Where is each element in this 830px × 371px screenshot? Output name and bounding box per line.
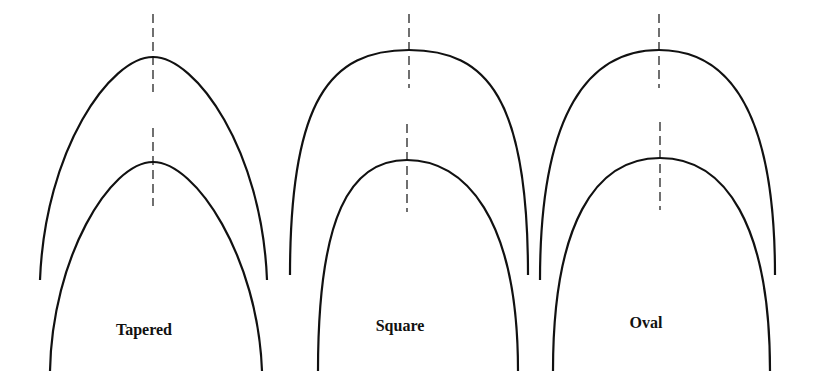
midline	[406, 124, 407, 212]
arch-outline	[545, 154, 775, 371]
arch-curve	[553, 158, 770, 371]
arch-curve	[318, 160, 518, 371]
midline	[152, 14, 153, 92]
upper-arch	[290, 50, 528, 275]
midline	[658, 14, 659, 88]
lower-arch: Square	[310, 156, 530, 371]
upper-arch	[540, 50, 775, 280]
midline	[659, 122, 660, 210]
midline	[408, 14, 409, 88]
arch-label: Tapered	[116, 320, 172, 339]
arch-label: Oval	[630, 313, 663, 332]
arch-curve	[50, 162, 262, 371]
lower-arch: Tapered	[40, 158, 270, 371]
arch-outline	[310, 156, 530, 371]
arch-label: Square	[376, 316, 425, 335]
midline	[152, 128, 153, 206]
lower-arch: Oval	[545, 154, 775, 371]
arch-outline	[40, 158, 270, 371]
